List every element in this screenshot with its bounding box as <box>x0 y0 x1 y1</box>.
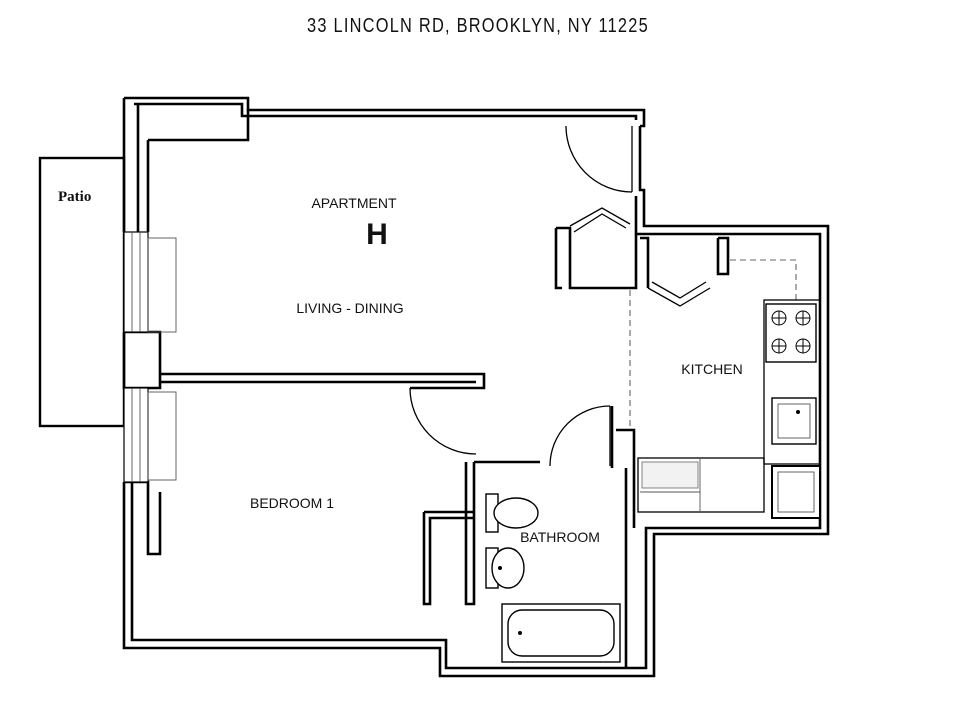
kitchen-label: KITCHEN <box>681 361 742 377</box>
window-icon <box>123 387 177 483</box>
door-swing-icon <box>549 405 611 467</box>
patio: Patio <box>38 156 126 428</box>
door-swing-icon <box>409 387 477 455</box>
interior-walls <box>160 226 730 668</box>
closet-door-icon <box>569 207 711 307</box>
bathroom-label: BATHROOM <box>520 529 600 545</box>
bedroom-label: BEDROOM 1 <box>250 495 334 511</box>
range-icon <box>765 303 817 363</box>
bathtub-icon <box>501 603 621 663</box>
bathroom-sink-icon <box>485 547 525 589</box>
kitchen-counter <box>637 299 821 519</box>
kitchen-cabinet-line <box>730 259 797 300</box>
living-dining-label: LIVING - DINING <box>296 300 403 316</box>
window-icon <box>123 231 177 333</box>
door-swing-icon <box>565 125 633 193</box>
sink-icon <box>771 397 817 445</box>
apartment-label: APARTMENT <box>311 195 396 211</box>
toilet-icon <box>485 493 539 533</box>
address-title: 33 LINCOLN RD, BROOKLYN, NY 11225 <box>307 13 649 36</box>
patio-label: Patio <box>58 189 91 205</box>
apartment-letter: H <box>366 218 388 251</box>
